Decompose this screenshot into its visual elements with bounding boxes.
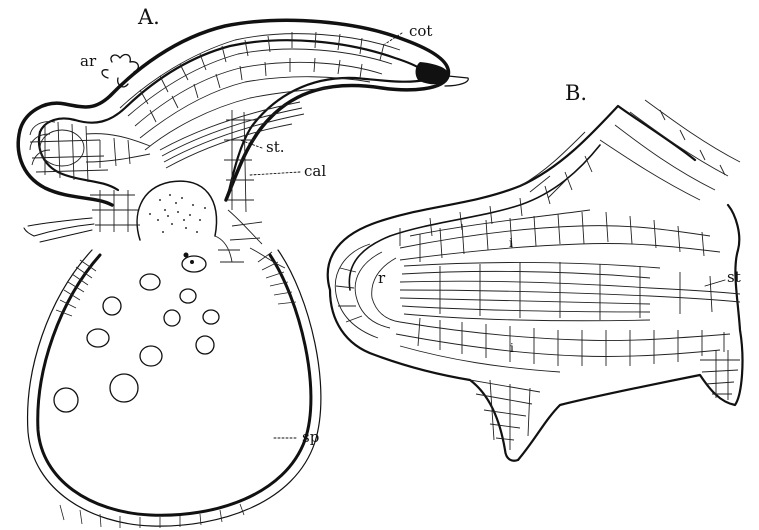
label-sp: sp [302, 428, 319, 446]
label-cot: cot [409, 22, 432, 40]
panel-a: A. cot ar st. cal sp [18, 5, 468, 528]
leader-st-b [705, 280, 725, 286]
cortex-outline [349, 145, 600, 290]
dot [190, 260, 194, 264]
label-st-b: st [727, 268, 741, 286]
label-st: st. [266, 138, 285, 156]
spore-body [28, 250, 321, 528]
cotyledon-tip [416, 62, 449, 84]
panel-a-title: A. [137, 5, 160, 29]
label-i-lower: i [510, 341, 514, 355]
stipple [149, 194, 206, 233]
spore-wall-hatching [56, 252, 296, 528]
label-cal: cal [304, 162, 326, 180]
label-i-upper: i [509, 236, 513, 250]
apex-cells [30, 122, 150, 182]
panel-b: B. r st i i [328, 81, 743, 461]
leader-lines-a [240, 33, 402, 438]
dot [184, 253, 189, 258]
basal-cells [90, 190, 244, 262]
panel-b-title: B. [565, 81, 587, 105]
rhizoids [24, 218, 94, 242]
root-cap [335, 244, 400, 338]
label-r: r [378, 269, 386, 287]
cell-network-b [396, 100, 740, 450]
neck-region [137, 181, 216, 240]
archegonium [102, 55, 138, 87]
label-ar: ar [80, 52, 97, 70]
spore-inclusions [54, 256, 219, 412]
callus-cells [224, 110, 285, 268]
